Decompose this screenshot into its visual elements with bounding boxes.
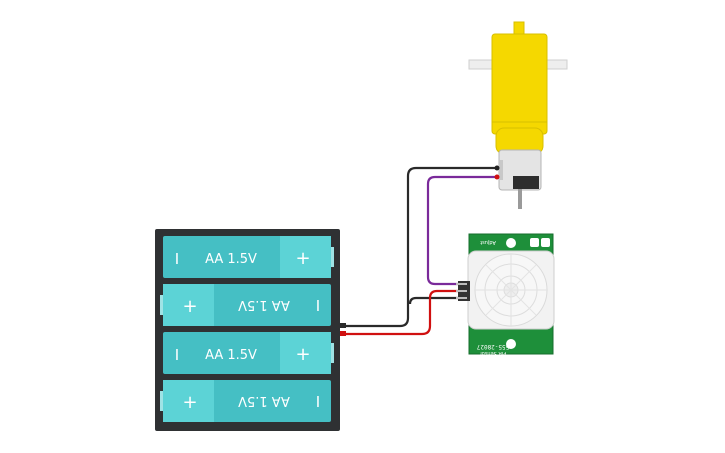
cell-3-plus: + — [295, 344, 310, 365]
cell-4-label: AA 1.5V — [238, 393, 290, 408]
cell-3-label: AA 1.5V — [205, 348, 257, 363]
motor-shaft — [518, 189, 522, 209]
cell-4-minus: I — [316, 393, 320, 411]
cell-1-minus: I — [175, 250, 179, 268]
cell-3-minus: I — [175, 346, 179, 364]
cell-1-label: AA 1.5V — [205, 252, 257, 267]
pir-sensor[interactable]: Adjust 555-28027 PIR Sensor — [456, 233, 555, 356]
motor-gearbox — [491, 33, 548, 135]
pir-name-label: PIR Sensor — [479, 350, 507, 356]
wire-black-to-sensor[interactable] — [408, 296, 465, 305]
cell-2-plus: + — [182, 296, 197, 317]
battery-pack[interactable]: I AA 1.5V + + AA 1.5V I I AA 1.5V + — [155, 229, 346, 431]
battery-cell-1: I AA 1.5V + — [163, 236, 334, 278]
cell-2-minus: I — [316, 297, 320, 315]
wires — [343, 166, 497, 336]
battery-cell-2: + AA 1.5V I — [160, 284, 331, 326]
pir-part-number: 555-28027 — [476, 343, 509, 350]
cell-4-plus: + — [182, 392, 197, 413]
wire-black-battery-to-motor[interactable] — [343, 166, 497, 328]
battery-terminal-negative[interactable] — [340, 323, 346, 328]
wire-purple-motor-to-sensor[interactable] — [426, 175, 497, 286]
battery-cell-3: I AA 1.5V + — [163, 332, 334, 374]
pir-dome — [467, 250, 555, 330]
cell-2-label: AA 1.5V — [238, 297, 290, 312]
battery-cell-4: + AA 1.5V I — [160, 380, 331, 422]
motor-terminal-2[interactable] — [494, 174, 500, 180]
pir-header-pins — [456, 281, 470, 301]
wire-red-battery-to-sensor[interactable] — [343, 289, 465, 336]
cell-1-plus: + — [295, 248, 310, 269]
battery-terminal-positive[interactable] — [340, 331, 346, 336]
pir-adjust-label: Adjust — [480, 239, 496, 245]
dc-motor[interactable] — [468, 21, 568, 209]
motor-terminal-1[interactable] — [494, 165, 500, 171]
